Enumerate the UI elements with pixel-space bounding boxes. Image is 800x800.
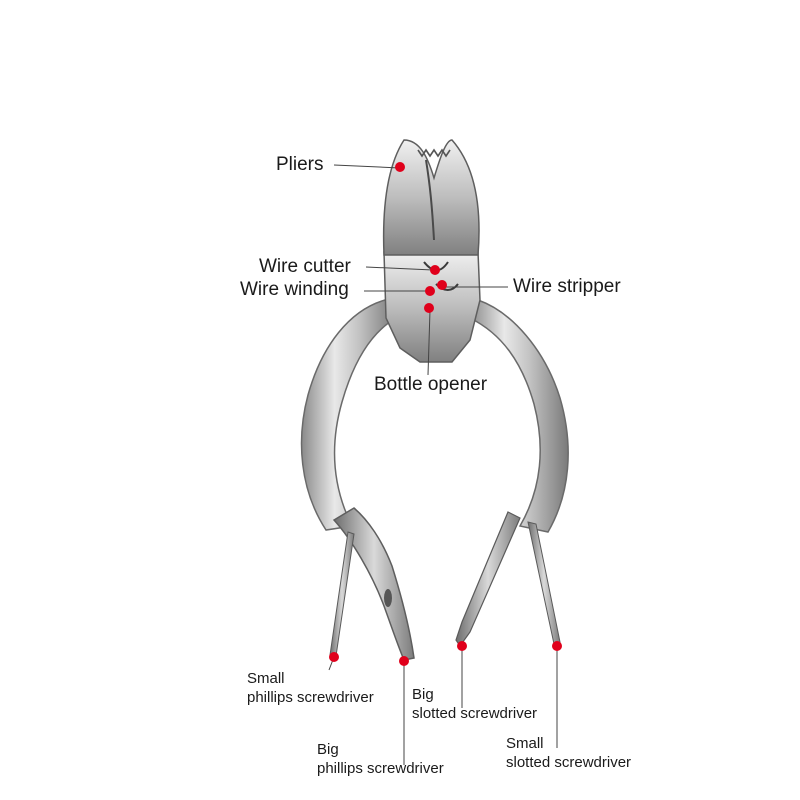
jaw-gap	[425, 159, 435, 241]
big-slotted-bit	[455, 511, 521, 648]
label-small-slotted-line2: slotted screwdriver	[506, 754, 632, 771]
marker-pliers	[395, 162, 405, 172]
label-wire-stripper: Wire stripper	[513, 276, 621, 297]
label-small-phillips-line2: phillips screwdriver	[247, 689, 374, 706]
leader-bottle-opener	[427, 309, 431, 376]
marker-wire-stripper	[437, 280, 447, 290]
marker-bottle-opener	[424, 303, 434, 313]
marker-big-phillips	[399, 656, 409, 666]
label-big-slotted: Big slotted screwdriver	[412, 685, 537, 723]
label-small-slotted-line1: Small	[506, 735, 544, 752]
label-wire-cutter: Wire cutter	[259, 256, 351, 277]
label-small-phillips-line1: Small	[247, 670, 285, 687]
label-bottle-opener: Bottle opener	[374, 374, 488, 395]
leader-wire-cutter	[365, 266, 434, 271]
label-big-slotted-line1: Big	[412, 686, 434, 703]
label-big-phillips-line1: Big	[317, 741, 339, 758]
leader-pliers	[333, 164, 401, 169]
small-slotted-bit	[527, 521, 561, 645]
marker-wire-cutter	[430, 265, 440, 275]
small-phillips-bit	[329, 531, 355, 657]
label-big-phillips: Big phillips screwdriver	[317, 740, 444, 778]
label-small-slotted: Small slotted screwdriver	[506, 734, 631, 772]
multitool-body	[300, 139, 569, 661]
plier-teeth	[417, 148, 451, 158]
left-fork	[332, 507, 415, 661]
label-pliers: Pliers	[276, 154, 324, 175]
markers	[329, 162, 562, 666]
marker-small-slotted	[552, 641, 562, 651]
leader-lines	[328, 164, 558, 765]
right-handle	[469, 299, 569, 533]
label-small-phillips: Small phillips screwdriver	[247, 669, 374, 707]
left-handle	[300, 299, 398, 531]
marker-big-slotted	[457, 641, 467, 651]
label-big-phillips-line2: phillips screwdriver	[317, 760, 444, 777]
marker-small-phillips	[329, 652, 339, 662]
left-fork-slot	[384, 589, 392, 607]
marker-wire-winding	[425, 286, 435, 296]
label-wire-winding: Wire winding	[240, 279, 349, 300]
label-big-slotted-line2: slotted screwdriver	[412, 705, 538, 722]
